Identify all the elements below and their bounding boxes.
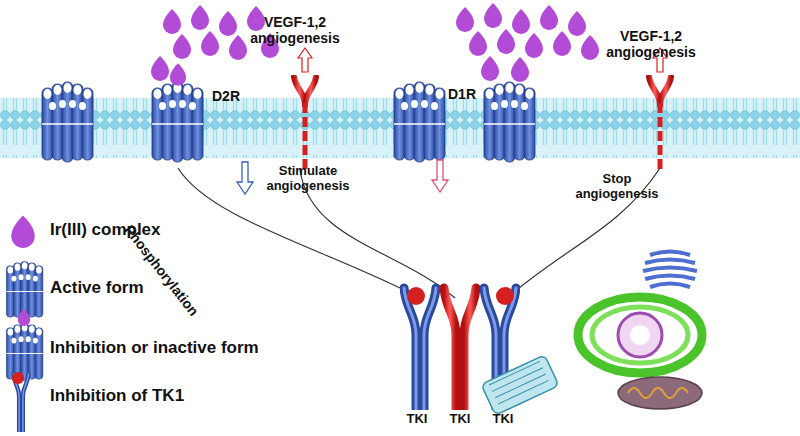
legend-text: Active form xyxy=(50,278,144,298)
legend-text: Inhibition of TK1 xyxy=(50,386,184,406)
diagram-label: Stop angiogenesis xyxy=(572,172,662,202)
mitochondrion xyxy=(618,377,702,409)
diagram-label: D1R xyxy=(448,86,488,102)
diagram-label: D2R xyxy=(212,88,252,104)
diagram-label: TKI xyxy=(440,412,480,427)
legend-text: Ir(III) complex xyxy=(50,220,161,240)
er-nucleus xyxy=(578,297,702,373)
golgi xyxy=(643,252,697,288)
diagram-label: TKI xyxy=(397,412,437,427)
diagram-label: VEGF-1,2 angiogenesis xyxy=(596,28,706,60)
diagram-label: TKI xyxy=(483,412,523,427)
diagram-label: VEGF-1,2 angiogenesis xyxy=(240,14,350,46)
diagram-label: Stimulate angiogenesis xyxy=(252,164,364,194)
microtubule xyxy=(481,355,559,415)
legend-text: Inhibition or inactive form xyxy=(50,338,259,358)
